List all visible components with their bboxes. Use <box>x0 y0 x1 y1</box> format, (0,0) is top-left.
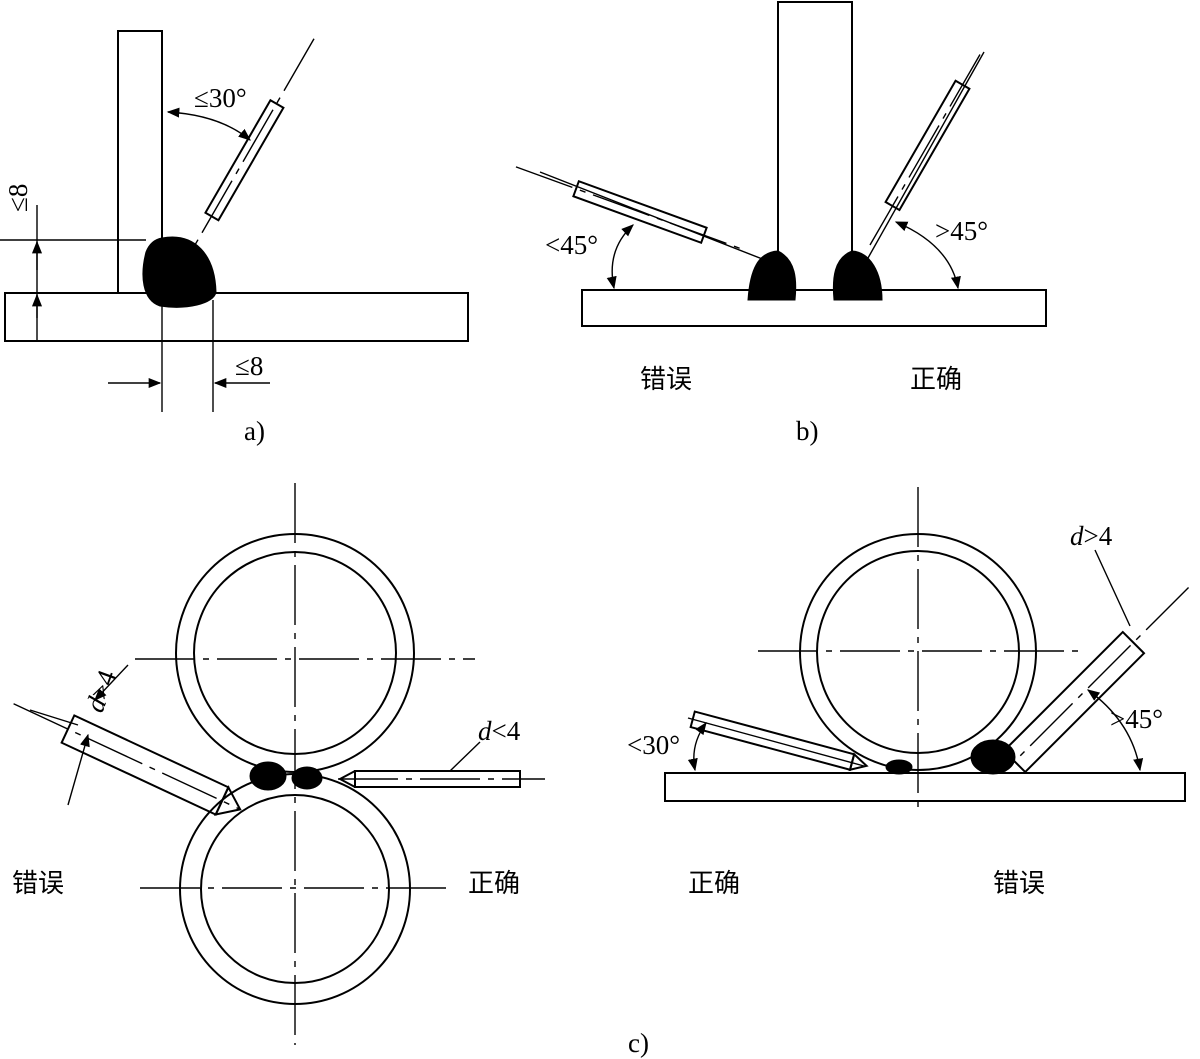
caption-a: a) <box>244 416 265 446</box>
d-arrow-top <box>94 664 129 701</box>
caption-b: b) <box>796 416 819 446</box>
base-plate <box>4 292 469 342</box>
electrode-thick-axis <box>29 709 79 726</box>
d-large-label: d>4 <box>79 666 122 716</box>
wrong-label: 错误 <box>993 869 1045 899</box>
electrode-right-axis <box>867 51 985 259</box>
base-plate <box>664 772 1186 802</box>
weld-correct <box>291 766 323 790</box>
electrode-right <box>869 54 981 246</box>
electrode-thin-axis <box>687 717 865 767</box>
correct-label: 正确 <box>468 869 520 899</box>
d-large-label: d>4 <box>1070 521 1113 551</box>
right-angle-label: >45° <box>1110 704 1163 734</box>
angle-arc <box>166 107 251 141</box>
vertical-plate <box>117 30 163 294</box>
panel-c-left: d>4 d<4 错误 正确 <box>12 483 545 1045</box>
weld-wrong <box>970 739 1016 775</box>
panel-a: ≤30° ≤8 ≤8 a) <box>0 30 469 446</box>
left-angle-label: <45° <box>545 230 598 260</box>
base-plate <box>581 289 1047 327</box>
weld-wrong <box>249 761 287 791</box>
electrode-left-axis <box>539 171 771 263</box>
angle-label: ≤30° <box>194 83 247 113</box>
electrode-thick <box>1002 586 1190 774</box>
angle-arc-right <box>1086 689 1144 772</box>
d-arrow-bottom <box>67 733 90 806</box>
caption-c: c) <box>628 1028 649 1058</box>
weld-correct <box>832 250 883 301</box>
angle-arc-left <box>687 721 707 772</box>
d-large-leader <box>1094 549 1131 627</box>
d-small-leader <box>449 741 481 772</box>
panel-b: <45° >45° 错误 正确 b) <box>515 1 1047 446</box>
weld-correct <box>885 759 913 775</box>
electrode-left <box>515 166 742 250</box>
electrode-thick <box>13 703 242 816</box>
panel-c-right: d>4 <30° >45° 正确 错误 <box>627 487 1190 899</box>
weld-wrong <box>747 250 797 301</box>
left-angle-label: <30° <box>627 730 680 760</box>
wrong-label: 错误 <box>12 869 64 899</box>
vertical-plate <box>777 1 853 291</box>
angle-arc-right <box>894 221 961 290</box>
lower-pipe-outer <box>179 773 411 1005</box>
height-label: ≤8 <box>3 184 33 212</box>
right-angle-label: >45° <box>935 216 988 246</box>
wrong-label: 错误 <box>640 365 692 395</box>
correct-label: 正确 <box>910 365 962 395</box>
electrode <box>173 38 315 282</box>
correct-label: 正确 <box>688 869 740 899</box>
width-label: ≤8 <box>235 351 263 381</box>
d-small-label: d<4 <box>478 716 521 746</box>
angle-arc-left <box>606 224 634 290</box>
